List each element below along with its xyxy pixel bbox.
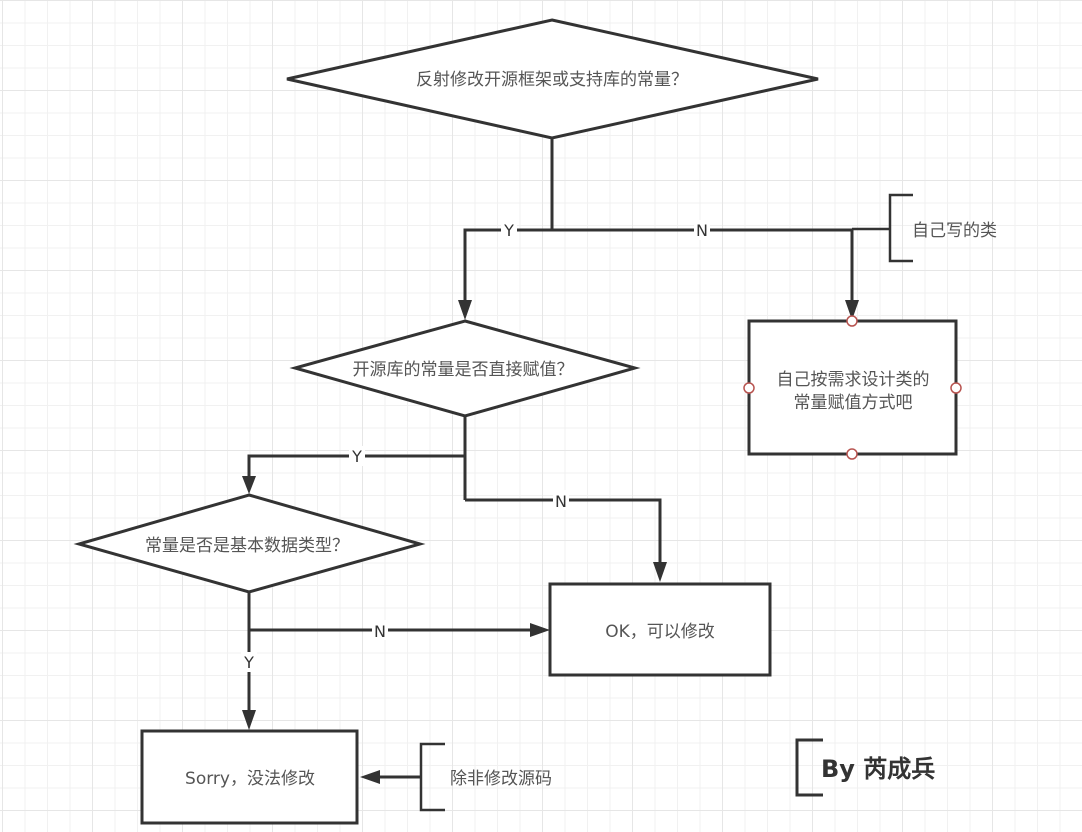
edge-label-q1-no: N: [696, 221, 708, 240]
decision-q2-label: 开源库的常量是否直接赋值？: [353, 360, 574, 380]
edge-q2-no: [465, 498, 662, 564]
arrowhead-annotation-sorry: [360, 770, 380, 784]
connection-handle-right[interactable]: [950, 382, 962, 394]
decision-q1-label: 反射修改开源框架或支持库的常量？: [416, 70, 688, 90]
annotation-bracket-author: [795, 738, 823, 797]
decision-q2[interactable]: [289, 319, 641, 418]
edge-label-bg: [553, 490, 569, 510]
process-ok[interactable]: [548, 582, 772, 677]
connection-handle-bottom[interactable]: [846, 448, 858, 460]
arrowhead-q3-no: [530, 623, 550, 637]
process-sorry[interactable]: [140, 729, 359, 825]
arrowhead-q3-yes: [242, 710, 256, 730]
annotation-unless-source-label: 除非修改源码: [450, 769, 552, 789]
edge-label-bg: [349, 446, 365, 466]
decision-q3[interactable]: [73, 493, 426, 594]
arrowhead-q1-yes: [458, 300, 472, 320]
edge-q2-yes: [247, 454, 465, 478]
process-ok-label: OK，可以修改: [605, 622, 715, 642]
edge-q1-no: [552, 228, 854, 302]
process-own-design-label-line1: 自己按需求设计类的: [777, 370, 930, 390]
decision-q1[interactable]: [286, 18, 819, 140]
process-sorry-label: Sorry，没法修改: [185, 769, 315, 789]
edge-label-q1-yes: Y: [503, 221, 514, 240]
edge-label-bg: [372, 620, 388, 640]
arrowhead-q1-no: [845, 300, 859, 320]
edge-label-bg: [241, 652, 257, 672]
decision-q3-label: 常量是否是基本数据类型？: [145, 536, 349, 556]
author-signature: By 芮成兵: [821, 755, 935, 783]
annotation-own-class-label: 自己写的类: [912, 221, 997, 241]
connection-handle-top[interactable]: [846, 315, 858, 327]
edge-label-bg: [694, 220, 710, 240]
process-own-design-label-line2: 常量赋值方式吧: [794, 393, 913, 413]
edge-label-q2-yes: Y: [351, 447, 362, 466]
annotation-bracket-own-class: [888, 193, 913, 263]
edge-label-bg: [501, 220, 517, 240]
edge-q1-yes: [463, 228, 552, 302]
annotation-bracket-unless-source: [419, 742, 445, 812]
edge-label-q3-no: N: [374, 622, 386, 641]
arrowhead-q2-yes: [242, 476, 256, 494]
edge-label-q2-no: N: [555, 492, 567, 511]
edge-label-q3-yes: Y: [243, 653, 254, 672]
connection-handle-left[interactable]: [743, 382, 755, 394]
arrowhead-q2-no: [653, 562, 667, 582]
